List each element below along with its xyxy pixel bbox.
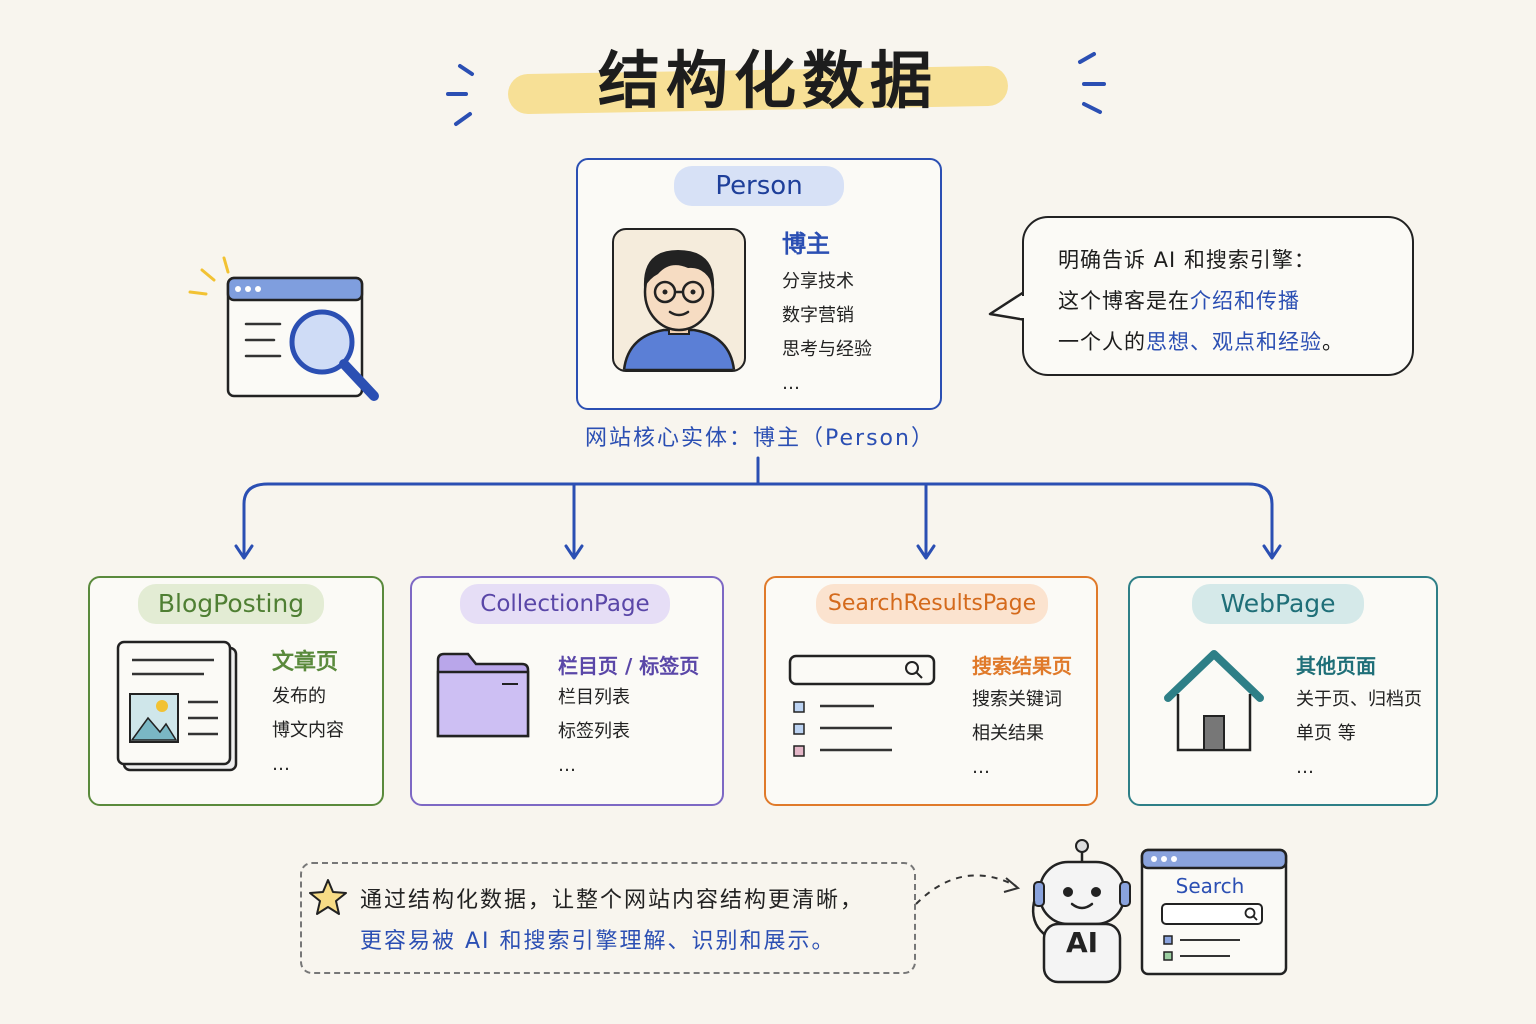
note-line-2: 更容易被 AI 和搜索引擎理解、识别和展示。 (360, 929, 836, 954)
bubble-text: 明确告诉 AI 和搜索引擎： 这个博客是在介绍和传播 一个人的思想、观点和经验。 (1058, 240, 1344, 363)
title-sparkles (446, 52, 1106, 126)
searchresultspage-card: SearchResultsPage 搜索结果页 搜索关键词 相关结果 … (764, 576, 1098, 806)
search-results-icon (788, 654, 936, 757)
ai-robot-icon (1031, 839, 1131, 984)
person-text: 博主 分享技术 数字营销 思考与经验 … (782, 224, 872, 401)
type-heading: 搜索结果页 (972, 654, 1072, 678)
search-window-label: Search (1175, 874, 1245, 898)
bubble-text-highlight: 介绍和传播 (1190, 289, 1300, 313)
home-icon (1164, 650, 1264, 752)
bubble-line-2: 这个博客是在介绍和传播 (1058, 281, 1344, 322)
person-avatar-illustration (622, 250, 736, 370)
bubble-text-plain: 一个人的 (1058, 330, 1146, 354)
collectionpage-text: 栏目页 / 标签页 栏目列表 标签列表 … (558, 650, 699, 783)
blogposting-text: 文章页 发布的 博文内容 … (272, 644, 344, 782)
searchresultspage-pill: SearchResultsPage (816, 584, 1048, 624)
type-heading: 栏目页 / 标签页 (558, 654, 700, 678)
person-pill: Person (674, 166, 844, 206)
search-window-icon (1140, 848, 1288, 976)
star-icon (309, 879, 347, 915)
webpage-text: 其他页面 关于页、归档页 单页 等 … (1296, 650, 1422, 785)
person-heading: 博主 (782, 230, 830, 258)
summary-note: 通过结构化数据，让整个网站内容结构更清晰， 更容易被 AI 和搜索引擎理解、识别… (300, 862, 916, 974)
type-ellipsis: … (272, 754, 290, 775)
blogposting-card: BlogPosting 文章页 发布的 博文内容 … (88, 576, 384, 806)
connector-arrows (234, 456, 1282, 560)
bubble-text-plain: 。 (1322, 330, 1344, 354)
bubble-text-plain: 这个博客是在 (1058, 289, 1190, 313)
type-line: 关于页、归档页 (1296, 689, 1422, 710)
bubble-text-highlight: 思想、观点和经验 (1146, 330, 1322, 354)
type-line: 相关结果 (972, 723, 1044, 744)
browser-search-icon (188, 256, 379, 401)
type-line: 单页 等 (1296, 723, 1356, 744)
core-entity-label: 网站核心实体：博主（Person） (585, 426, 935, 451)
person-line: 思考与经验 (782, 339, 872, 360)
type-line: 标签列表 (558, 721, 630, 742)
bubble-tail (988, 290, 1027, 322)
robot-label: AI (1065, 926, 1099, 959)
collectionpage-card: CollectionPage 栏目页 / 标签页 栏目列表 标签列表 … (410, 576, 724, 806)
person-card: Person 博主 分享技术 数字营销 思考与经验 … (576, 158, 942, 410)
folder-icon (436, 652, 530, 738)
webpage-card: WebPage 其他页面 关于页、归档页 单页 等 … (1128, 576, 1438, 806)
note-text: 通过结构化数据，让整个网站内容结构更清晰， 更容易被 AI 和搜索引擎理解、识别… (360, 880, 864, 962)
type-line: 发布的 (272, 686, 326, 707)
person-ellipsis: … (782, 373, 800, 394)
page-title: 结构化数据 (597, 44, 938, 117)
avatar (612, 228, 746, 372)
type-heading: 文章页 (272, 650, 339, 675)
person-line: 分享技术 (782, 271, 854, 292)
webpage-pill: WebPage (1192, 584, 1364, 624)
note-line-1: 通过结构化数据，让整个网站内容结构更清晰， (360, 888, 865, 913)
bubble-tail-join (1020, 296, 1026, 318)
bubble-line-3: 一个人的思想、观点和经验。 (1058, 322, 1344, 363)
searchresultspage-text: 搜索结果页 搜索关键词 相关结果 … (972, 650, 1072, 785)
bubble-line-1: 明确告诉 AI 和搜索引擎： (1058, 248, 1316, 272)
type-ellipsis: … (558, 755, 576, 776)
type-line: 搜索关键词 (972, 689, 1062, 710)
type-ellipsis: … (1296, 757, 1314, 778)
speech-bubble: 明确告诉 AI 和搜索引擎： 这个博客是在介绍和传播 一个人的思想、观点和经验。 (1022, 216, 1414, 376)
type-ellipsis: … (972, 757, 990, 778)
dashed-arrow (915, 874, 1021, 905)
type-line: 博文内容 (272, 720, 344, 741)
type-heading: 其他页面 (1296, 654, 1376, 678)
blogposting-pill: BlogPosting (138, 584, 324, 624)
article-icon (116, 640, 238, 772)
collectionpage-pill: CollectionPage (460, 584, 670, 624)
type-line: 栏目列表 (558, 687, 630, 708)
person-line: 数字营销 (782, 305, 854, 326)
